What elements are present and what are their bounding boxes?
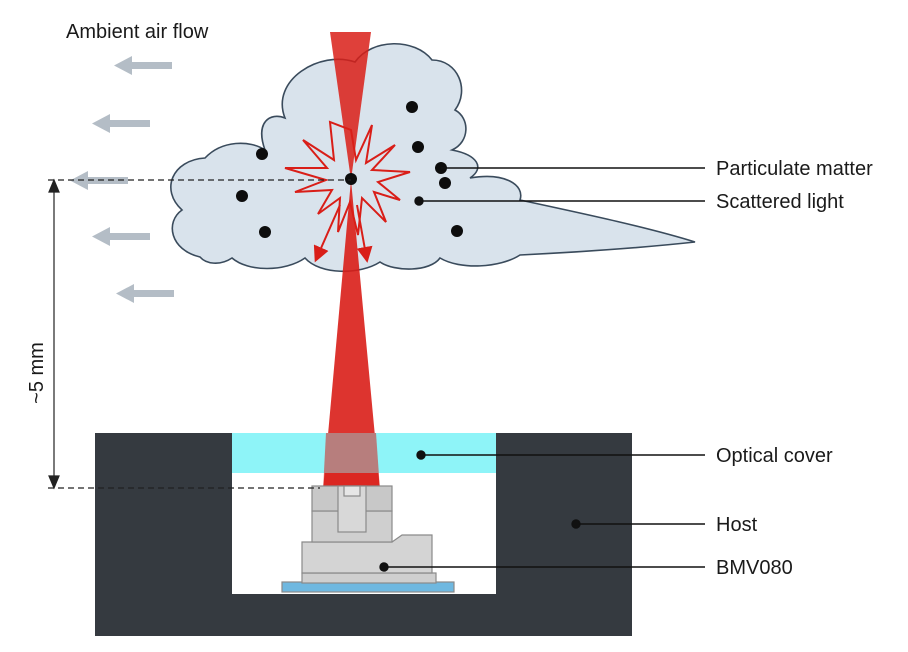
scattered-light-label: Scattered light	[716, 191, 844, 213]
host-label: Host	[716, 514, 758, 536]
particle	[259, 226, 271, 238]
air-flow-arrow	[92, 114, 150, 133]
optical-cover-label: Optical cover	[716, 445, 833, 467]
particle	[451, 225, 463, 237]
particle	[236, 190, 248, 202]
laser-beam-in-cover	[323, 433, 380, 490]
scattered-light-rays	[313, 204, 373, 263]
bmv080-label: BMV080	[716, 557, 793, 579]
air-flow-arrow	[92, 227, 150, 246]
leader-lines	[379, 167, 705, 572]
laser-beam-lower	[323, 180, 380, 490]
particle	[345, 173, 357, 185]
distance-label: ~5 mm	[26, 342, 48, 404]
bmv080-sensor	[281, 485, 455, 593]
particle	[256, 148, 268, 160]
particulate-matter-label: Particulate matter	[716, 158, 873, 180]
particle	[439, 177, 451, 189]
laser-beam-upper	[330, 32, 371, 180]
distance-dimension	[48, 178, 60, 490]
ambient-air-flow-label: Ambient air flow	[66, 21, 209, 43]
host-housing	[95, 433, 632, 636]
scattered-light-burst	[284, 120, 411, 236]
air-flow-arrow	[114, 56, 172, 75]
reference-lines	[48, 179, 351, 489]
particle	[412, 141, 424, 153]
particle-cloud	[170, 43, 696, 273]
air-flow-arrow	[116, 284, 174, 303]
particle	[406, 101, 418, 113]
particles	[236, 101, 463, 238]
